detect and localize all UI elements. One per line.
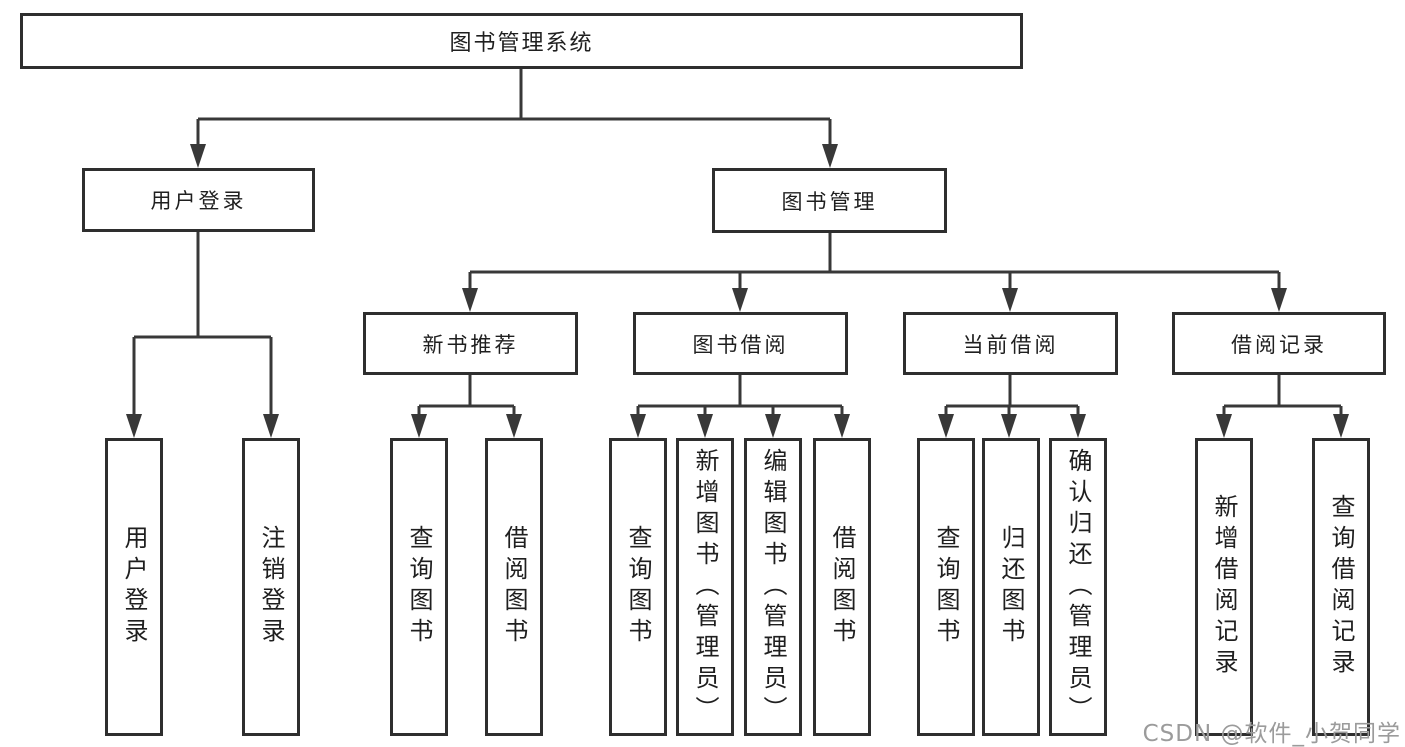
node-user-login: 用户登录 [82, 168, 315, 232]
leaf-logout: 注销登录 [242, 438, 300, 736]
node-current-borrowing: 当前借阅 [903, 312, 1118, 375]
leaf-borrowing-borrow-books: 借阅图书 [813, 438, 871, 736]
watermark: CSDN @软件_小贺同学 [1142, 721, 1401, 747]
leaf-user-login-label: 用户登录 [120, 525, 148, 649]
leaf-borrowing-borrow-books-label: 借阅图书 [828, 525, 856, 649]
leaf-newbooks-borrow-books-label: 借阅图书 [500, 525, 528, 649]
leaf-logout-label: 注销登录 [257, 525, 285, 649]
leaf-newbooks-query-books-label: 查询图书 [405, 525, 433, 649]
leaf-borrowing-query-books: 查询图书 [609, 438, 667, 736]
leaf-current-query-books-label: 查询图书 [932, 525, 960, 649]
leaf-borrowing-query-books-label: 查询图书 [624, 525, 652, 649]
leaf-borrowing-add-books-label: 新增图书（管理员） [691, 447, 719, 727]
node-new-book-recommend: 新书推荐 [363, 312, 578, 375]
leaf-records-add-label: 新增借阅记录 [1210, 494, 1238, 680]
node-book-borrowing-label: 图书借阅 [692, 332, 789, 357]
leaf-borrowing-add-books: 新增图书（管理员） [676, 438, 734, 736]
node-book-management: 图书管理 [712, 168, 947, 233]
leaf-user-login: 用户登录 [105, 438, 163, 736]
leaf-records-add: 新增借阅记录 [1195, 438, 1253, 736]
node-borrowing-records: 借阅记录 [1172, 312, 1386, 375]
leaf-newbooks-query-books: 查询图书 [390, 438, 448, 736]
node-book-management-label: 图书管理 [781, 189, 878, 214]
leaf-records-query: 查询借阅记录 [1312, 438, 1370, 736]
leaf-current-return-books: 归还图书 [982, 438, 1040, 736]
node-root-label: 图书管理系统 [449, 31, 594, 56]
node-new-book-recommend-label: 新书推荐 [422, 332, 519, 357]
node-root: 图书管理系统 [20, 13, 1023, 69]
node-current-borrowing-label: 当前借阅 [962, 332, 1059, 357]
arrowheads [126, 144, 1349, 438]
leaf-borrowing-edit-books: 编辑图书（管理员） [744, 438, 802, 736]
node-borrowing-records-label: 借阅记录 [1231, 332, 1327, 357]
leaf-current-confirm-return-label: 确认归还（管理员） [1064, 447, 1092, 727]
node-user-login-label: 用户登录 [150, 189, 247, 213]
leaf-records-query-label: 查询借阅记录 [1327, 494, 1355, 680]
node-book-borrowing: 图书借阅 [633, 312, 848, 375]
leaf-current-query-books: 查询图书 [917, 438, 975, 736]
leaf-current-confirm-return: 确认归还（管理员） [1049, 438, 1107, 736]
leaf-newbooks-borrow-books: 借阅图书 [485, 438, 543, 736]
leaf-current-return-books-label: 归还图书 [997, 525, 1025, 649]
leaf-borrowing-edit-books-label: 编辑图书（管理员） [759, 447, 787, 727]
